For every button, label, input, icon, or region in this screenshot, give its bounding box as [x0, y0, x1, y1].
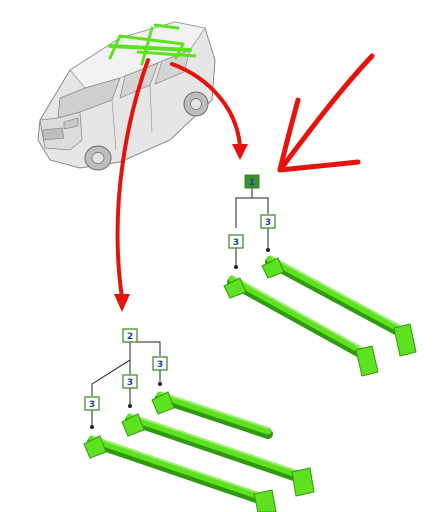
callout-3-label: 3 — [265, 218, 271, 228]
callout-1-label: 1 — [249, 178, 255, 188]
red-curved-arrow-right — [170, 62, 248, 160]
callout-3: 3 — [260, 214, 276, 229]
callout-3: 3 — [84, 396, 100, 411]
callout-3-label: 3 — [233, 238, 239, 248]
callout-3: 3 — [152, 356, 168, 371]
callout-1: 1 — [244, 174, 260, 189]
callout-3-label: 3 — [89, 400, 95, 410]
callout-3: 3 — [228, 234, 244, 249]
roof-bar — [121, 413, 315, 497]
callout-3-label: 3 — [127, 378, 133, 388]
callout-3-label: 3 — [157, 360, 163, 370]
roof-bar — [261, 255, 417, 357]
assembly-bottom: 2 3 3 3 — [83, 328, 315, 512]
callout-2: 2 — [122, 328, 138, 343]
red-hand-drawn-arrow — [277, 53, 375, 173]
assembly-top: 1 3 3 — [223, 174, 417, 377]
callout-3: 3 — [122, 374, 138, 389]
van-illustration — [37, 21, 216, 171]
callout-2-label: 2 — [127, 332, 133, 342]
roof-bar — [151, 391, 273, 439]
roof-bar — [83, 435, 277, 512]
van-roof-rails — [108, 23, 197, 66]
roof-bar — [223, 275, 379, 377]
red-curved-arrow-left — [114, 58, 150, 312]
